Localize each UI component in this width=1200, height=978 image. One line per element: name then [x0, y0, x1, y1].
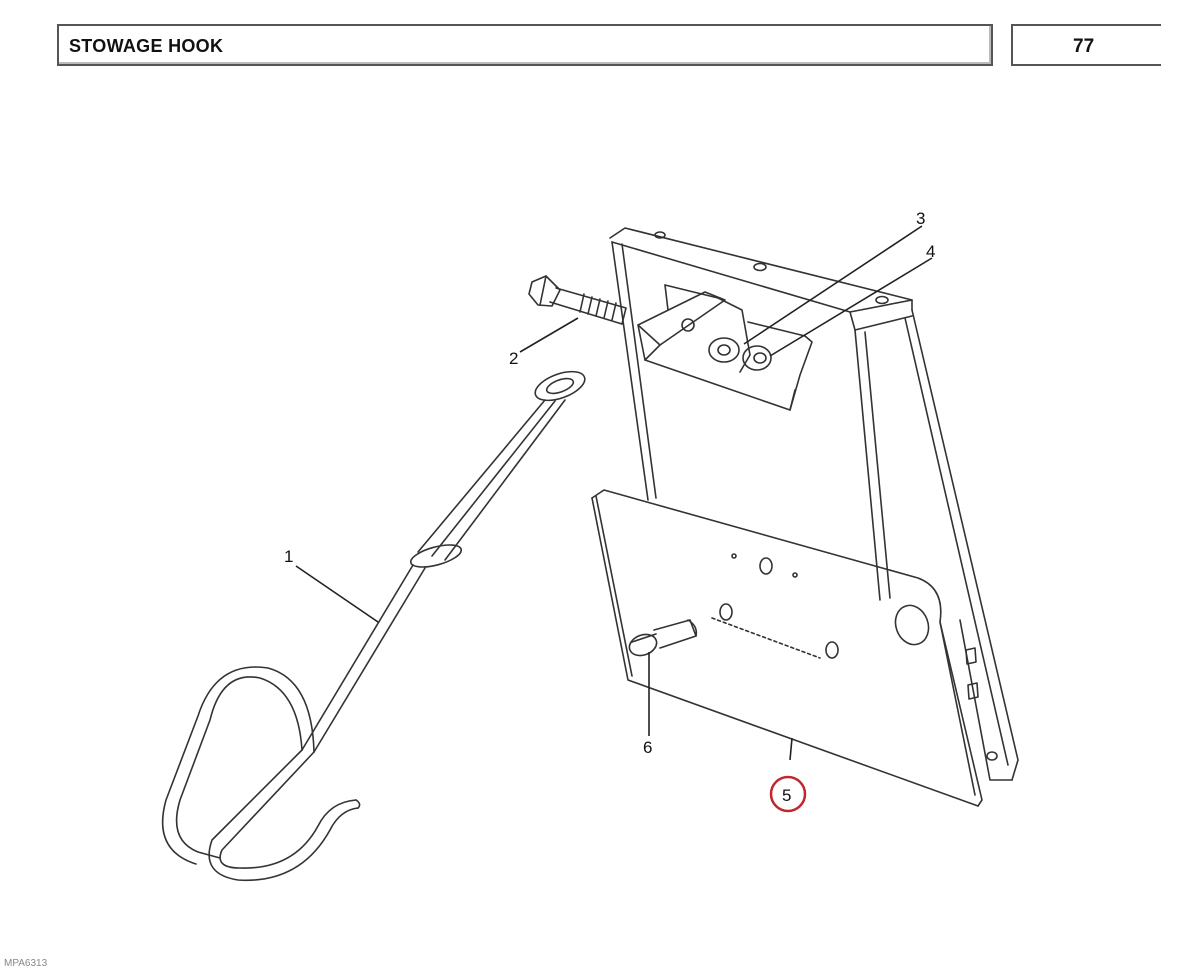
callout-5-highlight-circle [769, 775, 807, 813]
callout-6: 6 [643, 738, 652, 757]
leader-4 [769, 257, 933, 357]
plate-part-5 [591, 489, 983, 807]
washer-part-3 [708, 337, 740, 363]
drawing-code: MPA6313 [4, 958, 48, 969]
mounting-bracket [609, 227, 1019, 781]
bolt-part-2 [528, 275, 627, 325]
page-number: 77 [1073, 36, 1095, 57]
leader-lines [295, 225, 933, 761]
page-number-box: 77 [1011, 24, 1161, 66]
callout-5: 5 [782, 786, 791, 805]
callout-4: 4 [926, 242, 935, 261]
leader-5 [789, 737, 793, 761]
callout-3: 3 [916, 209, 925, 228]
leader-1 [295, 565, 379, 623]
nut-part-4 [742, 345, 772, 371]
leader-2 [519, 317, 579, 353]
page-title: STOWAGE HOOK [69, 36, 224, 56]
callout-1: 1 [284, 547, 293, 566]
callout-2: 2 [509, 349, 518, 368]
screw-part-6 [628, 619, 698, 657]
hinge-clevis [637, 284, 813, 411]
title-box: STOWAGE HOOK [57, 24, 993, 66]
stowage-hook-part-1 [161, 370, 586, 882]
leader-3 [743, 225, 923, 345]
